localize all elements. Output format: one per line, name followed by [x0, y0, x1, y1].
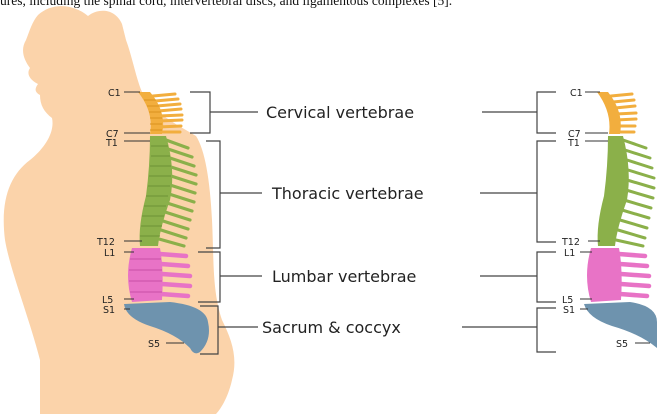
main-label-t12: T12 — [96, 237, 115, 248]
right-lumbar-segment — [587, 248, 649, 302]
right-brackets — [462, 92, 556, 352]
right-thoracic-segment — [598, 136, 654, 246]
body-silhouette — [4, 6, 235, 414]
main-label-l1: L1 — [104, 248, 115, 259]
right-label-t12: T12 — [561, 237, 580, 248]
right-label-c1: C1 — [570, 88, 583, 99]
main-label-c1: C1 — [108, 88, 121, 99]
main-label-s1: S1 — [103, 305, 115, 316]
region-label-sacrum: Sacrum & coccyx — [262, 318, 401, 337]
right-label-s5: S5 — [616, 339, 628, 350]
region-label-thoracic: Thoracic vertebrae — [271, 184, 424, 203]
lumbar-bracket-right — [480, 252, 556, 302]
right-label-t1: T1 — [567, 138, 580, 149]
right-cervical-segment — [597, 92, 636, 134]
cervical-bracket-right — [482, 92, 556, 133]
right-label-l1: L1 — [564, 248, 575, 259]
region-label-cervical: Cervical vertebrae — [266, 103, 414, 122]
main-label-t1: T1 — [105, 138, 118, 149]
main-label-s5: S5 — [148, 339, 160, 350]
thoracic-bracket-right — [480, 141, 556, 242]
lumbar-segment — [128, 248, 190, 302]
right-label-s1: S1 — [563, 305, 575, 316]
sacrum-bracket-right — [462, 308, 556, 352]
thoracic-bracket-left — [206, 141, 262, 248]
cervical-bracket-left — [190, 92, 258, 133]
region-label-lumbar: Lumbar vertebrae — [272, 267, 416, 286]
right-spine — [584, 92, 657, 348]
